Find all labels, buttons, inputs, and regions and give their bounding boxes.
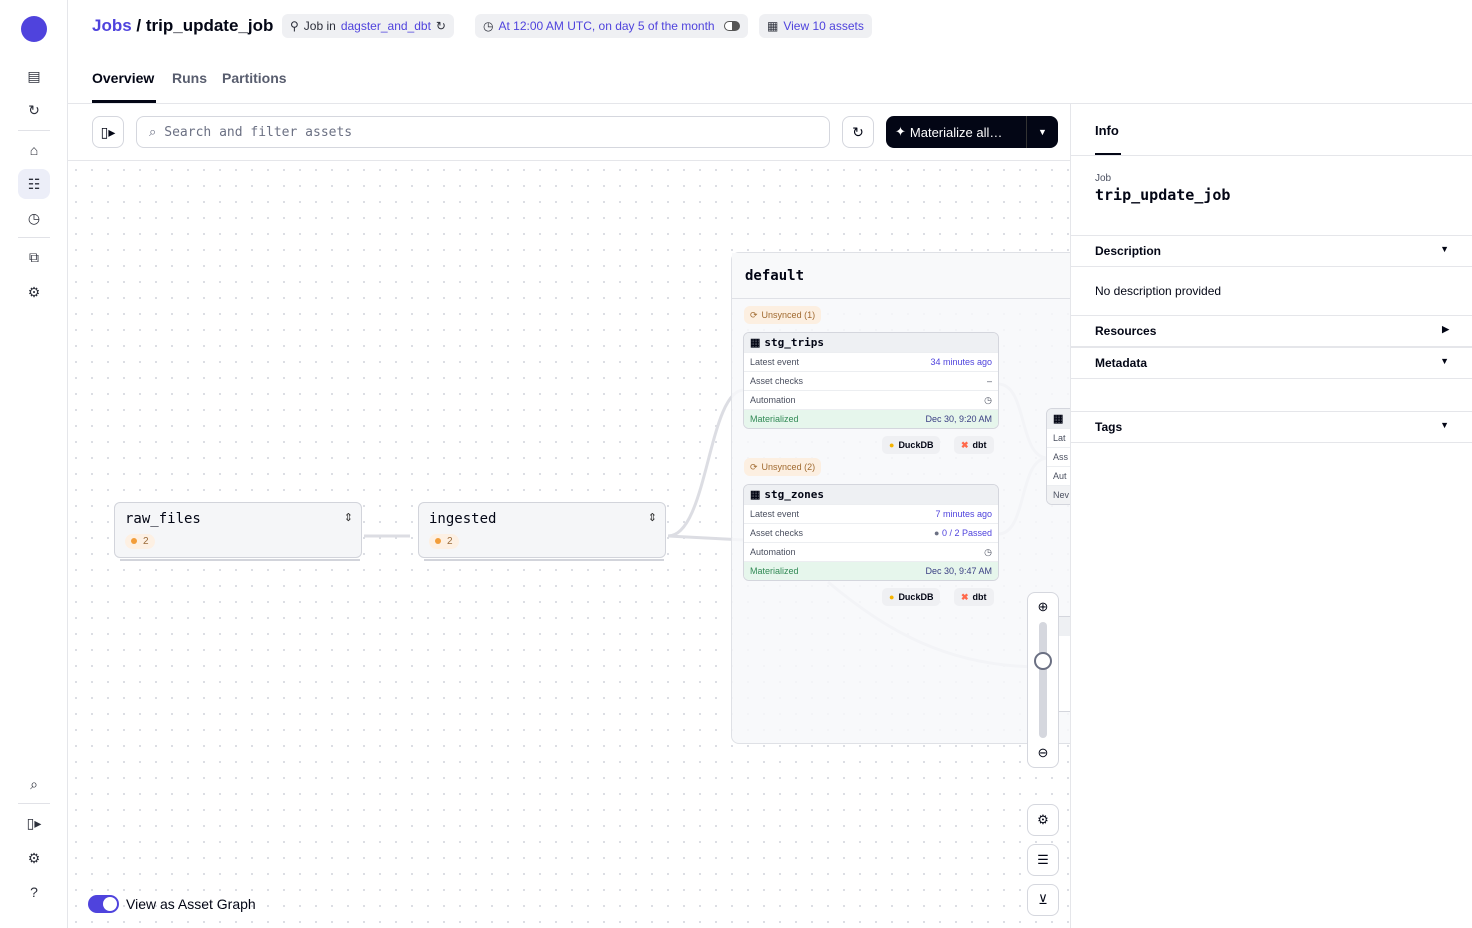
assets-icon[interactable]: ⌂: [29, 142, 39, 158]
asset-node-clipped[interactable]: ▦ Lat Ass Aut Nev: [1046, 408, 1070, 505]
zoom-out-icon[interactable]: ⊖: [1037, 745, 1049, 760]
graph-settings-button[interactable]: ⚙: [1027, 804, 1059, 836]
materialize-all-button[interactable]: ✦Materialize all…▼: [886, 116, 1058, 148]
lineage-icon[interactable]: ⧉: [29, 248, 39, 265]
location-link[interactable]: dagster_and_dbt: [340, 19, 431, 33]
asset-graph-toggle-label: View as Asset Graph: [126, 896, 256, 912]
expand-icon[interactable]: ⇕: [647, 512, 657, 524]
jobs-icon[interactable]: ☷: [18, 169, 50, 199]
left-nav: ▤ ↻ ⌂ ☷ ◷ ⧉ ⚙ ⌕ ▯▸ ⚙ ?: [0, 0, 68, 928]
tags-section[interactable]: Tags▼: [1071, 411, 1472, 443]
table-icon: ▦: [767, 19, 779, 33]
clock-icon: ◷: [984, 546, 992, 557]
settings-icon[interactable]: ⚙: [27, 283, 41, 300]
tab-info[interactable]: Info: [1095, 123, 1119, 138]
tab-partitions[interactable]: Partitions: [222, 70, 287, 86]
gear-icon[interactable]: ⚙: [27, 849, 41, 866]
breadcrumb: Jobs / trip_update_job: [92, 16, 274, 35]
kind-tag-dbt: ✖dbt: [954, 588, 994, 606]
clock-icon: ◷: [984, 394, 992, 405]
asset-graph-toggle[interactable]: [88, 895, 119, 913]
sync-icon: ⟳: [750, 461, 758, 472]
kind-tag-duckdb: ●DuckDB: [882, 436, 941, 454]
schedule-chip: ◷ At 12:00 AM UTC, on day 5 of the month: [475, 14, 748, 38]
schedule-link[interactable]: At 12:00 AM UTC, on day 5 of the month: [498, 19, 715, 33]
clock-icon: ◷: [483, 19, 494, 33]
asset-graph-canvas[interactable]: default raw_files⇕2 ingested⇕2 ⟳Unsynced…: [68, 162, 1070, 928]
table-icon: ▦: [750, 337, 761, 349]
description-section[interactable]: Description▼: [1071, 235, 1472, 267]
search-icon: ⌕: [149, 124, 157, 139]
search-input[interactable]: ⌕Search and filter assets: [136, 116, 830, 148]
page-title: trip_update_job: [145, 16, 274, 35]
dagster-logo[interactable]: [21, 16, 47, 42]
help-icon[interactable]: ?: [30, 884, 38, 900]
materialize-dropdown[interactable]: ▼: [1026, 116, 1058, 148]
op-stack: [424, 559, 664, 561]
kind-tag-dbt: ✖dbt: [954, 436, 994, 454]
zoom-in-icon[interactable]: ⊕: [1037, 599, 1049, 614]
unsynced-badge[interactable]: ⟳Unsynced (2): [744, 458, 822, 476]
schedule-toggle[interactable]: [723, 21, 740, 31]
reload-icon[interactable]: ↻: [435, 19, 446, 33]
metadata-section[interactable]: Metadata▼: [1071, 347, 1472, 379]
reload-button[interactable]: ↻: [842, 116, 874, 148]
download-button[interactable]: ⊻: [1027, 884, 1059, 916]
overview-icon[interactable]: ▤: [27, 67, 41, 84]
kind-tag-duckdb: ●DuckDB: [882, 588, 941, 606]
table-icon: ▦: [1053, 413, 1064, 425]
tab-overview[interactable]: Overview: [92, 70, 155, 86]
panel-toggle-icon[interactable]: ▯▸: [26, 814, 42, 831]
active-tab-indicator: [92, 100, 156, 103]
group-title: default: [732, 253, 1070, 299]
tree-icon: ⚲: [290, 19, 299, 33]
toggle-sidebar-button[interactable]: ▯▸: [92, 116, 124, 148]
table-icon: ▦: [750, 489, 761, 501]
graph-toolbar: ▯▸ ⌕Search and filter assets ↻ ✦Material…: [68, 104, 1070, 161]
view-assets-chip[interactable]: ▦View 10 assets: [759, 14, 872, 38]
search-icon[interactable]: ⌕: [30, 775, 38, 792]
sparkle-icon: ✦: [895, 124, 906, 139]
job-name: trip_update_job: [1095, 186, 1231, 204]
runs-icon[interactable]: ↻: [28, 101, 40, 118]
unsynced-badge[interactable]: ⟳Unsynced (1): [744, 306, 822, 324]
sync-icon: ⟳: [750, 309, 758, 320]
info-panel: Info Job trip_update_job Description▼ No…: [1070, 104, 1472, 928]
expand-icon[interactable]: ⇕: [343, 512, 353, 524]
zoom-slider[interactable]: [1034, 622, 1052, 738]
resources-section[interactable]: Resources▶: [1071, 315, 1472, 347]
op-node-raw-files[interactable]: raw_files⇕2: [114, 502, 362, 558]
tab-runs[interactable]: Runs: [172, 70, 207, 86]
jobs-link[interactable]: Jobs: [92, 16, 132, 35]
schedules-icon[interactable]: ◷: [27, 209, 41, 226]
op-node-ingested[interactable]: ingested⇕2: [418, 502, 666, 558]
filters-button[interactable]: ☰: [1027, 844, 1059, 876]
op-stack: [120, 559, 360, 561]
zoom-control[interactable]: ⊕ ⊖: [1027, 592, 1059, 768]
